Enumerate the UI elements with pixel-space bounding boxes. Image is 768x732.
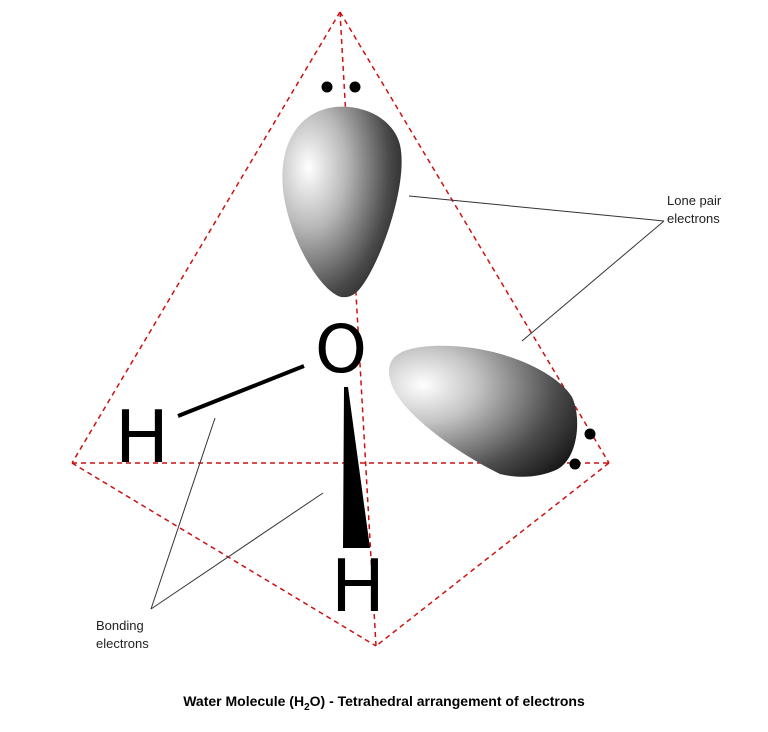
figure-caption: Water Molecule (H2O) - Tetrahedral arran… (0, 693, 768, 713)
caption-subscript: 2 (304, 701, 310, 713)
electron-dot (349, 81, 361, 93)
lone-pair-label-line1: Lone pair (667, 193, 722, 208)
hydrogen-atom-left: H (115, 395, 169, 479)
electron-dot (569, 458, 581, 470)
tetra-edge-right-bottom (375, 462, 610, 647)
tetra-edge-apex-bottom (339, 11, 377, 647)
bond-o-h-left (177, 364, 305, 418)
lone-pair-label: Lone pair electrons (667, 193, 725, 226)
lone-pair-lobe-right (389, 345, 578, 477)
bond-o-h-wedge (343, 387, 370, 548)
bonding-callout-lines (150, 417, 324, 610)
hydrogen-atom-bottom: H (331, 544, 385, 628)
bonding-label: Bonding electrons (96, 618, 149, 651)
lone-pair-lobe-top (282, 106, 402, 298)
oxygen-atom: O (315, 311, 367, 388)
electron-dot (584, 428, 596, 440)
tetra-edge-apex-right (339, 11, 610, 464)
lone-pair-label-line2: electrons (667, 211, 720, 226)
lone-pair-callout-lines (408, 195, 665, 342)
lone-pair-dots-right (569, 428, 596, 470)
caption-part-1: Water Molecule (H (183, 693, 305, 709)
caption-part-2: O) - Tetrahedral arrangement of electron… (309, 693, 585, 709)
tetrahedron-outline (71, 11, 610, 647)
lone-pair-dots-top (321, 81, 361, 93)
bonding-label-line1: Bonding (96, 618, 144, 633)
tetra-edge-apex-left (71, 11, 341, 464)
electron-dot (321, 81, 333, 93)
bonding-label-line2: electrons (96, 636, 149, 651)
